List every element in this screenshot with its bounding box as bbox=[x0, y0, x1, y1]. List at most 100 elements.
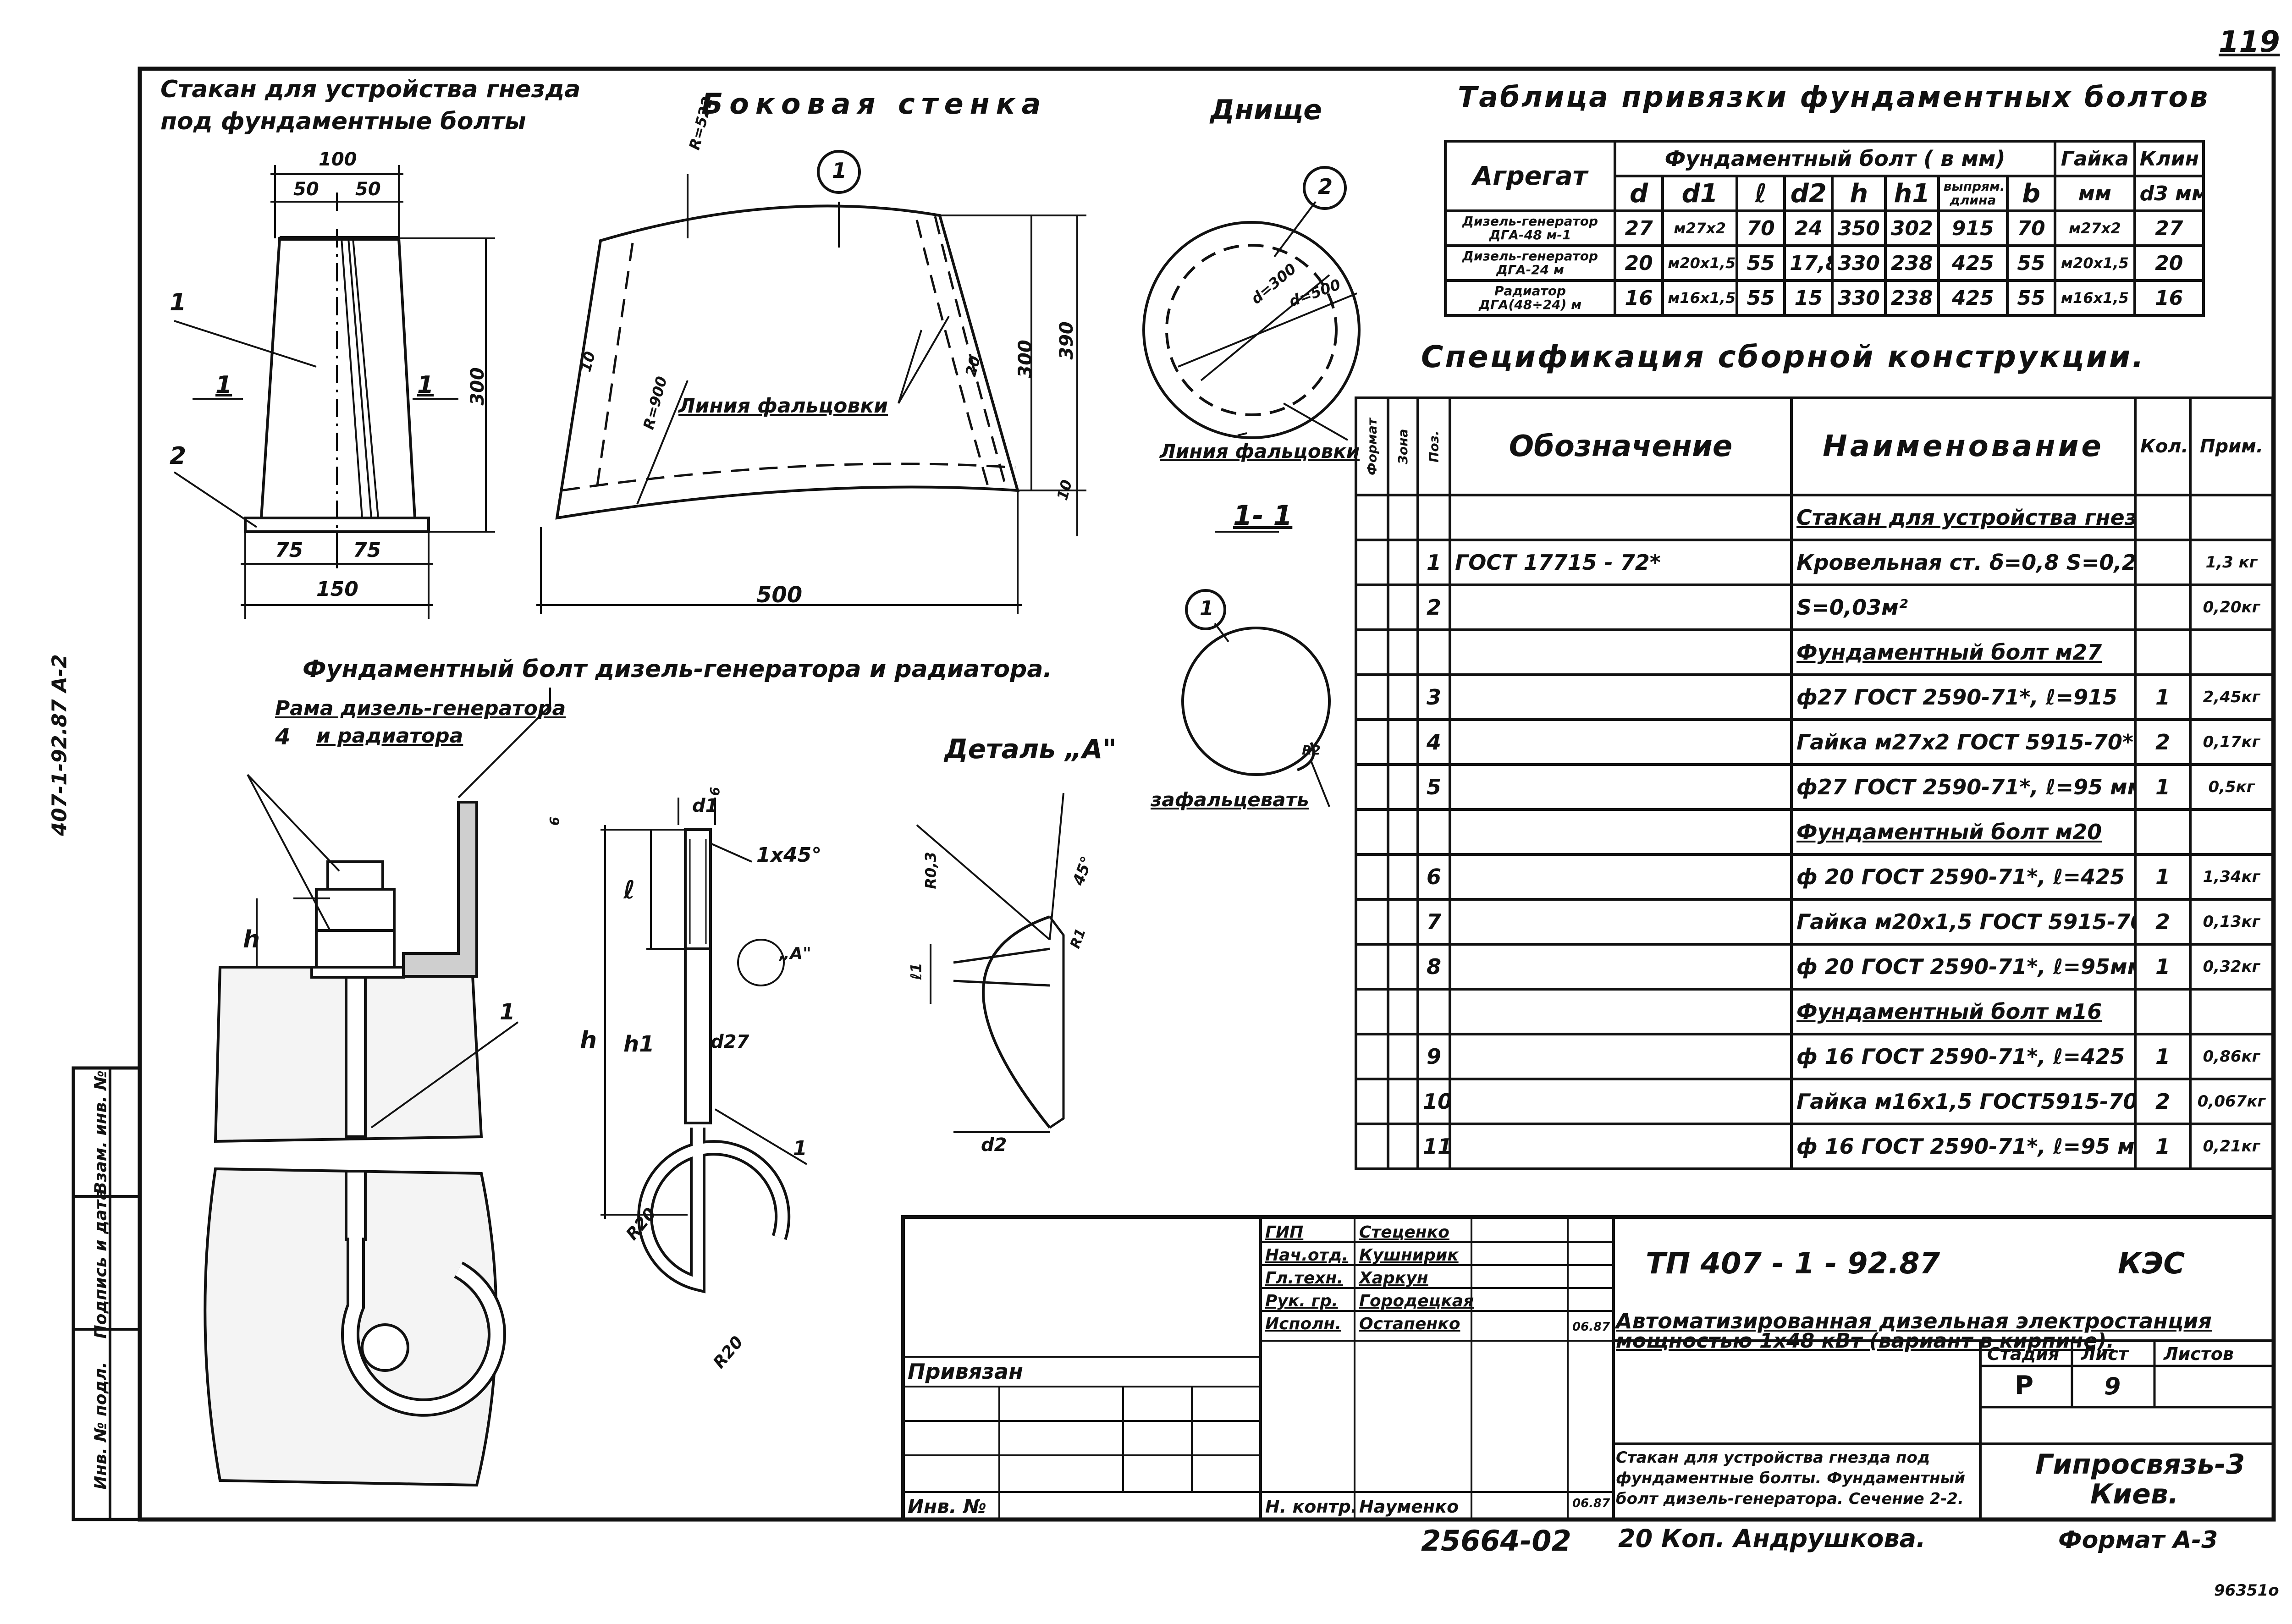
spec-qty bbox=[2134, 988, 2192, 1035]
detail-r03: R0,3 bbox=[922, 852, 940, 889]
spec-name: Гайка м16х1,5 ГОСТ5915-70* bbox=[1790, 1078, 2137, 1125]
spec-row: Фундаментный болт м16 bbox=[1355, 988, 2274, 1035]
spec-pos: 11 bbox=[1416, 1123, 1451, 1170]
spec-qty: 1 bbox=[2134, 763, 2192, 811]
glass-title-2: под фундаментные болты bbox=[160, 108, 526, 135]
spec-zone bbox=[1387, 763, 1419, 811]
glass-cut-right: 1 bbox=[417, 371, 434, 399]
tb-stage-h: Стадия bbox=[1987, 1344, 2060, 1364]
bolt-table-cell: 15 bbox=[1783, 279, 1834, 317]
bolt-table-cell: 55 bbox=[2006, 244, 2057, 282]
spec-pos: 10 bbox=[1416, 1078, 1451, 1125]
bolt-table-cell: 20 bbox=[2133, 244, 2205, 282]
spec-zone bbox=[1387, 628, 1419, 676]
spec-format bbox=[1355, 763, 1389, 811]
detail-d2: d2 bbox=[981, 1134, 1007, 1156]
bolt-table-cell: 16 bbox=[1614, 279, 1664, 317]
spec-title: Спецификация сборной конструкции. bbox=[1421, 339, 2146, 374]
bolt-table-col-b: b bbox=[2006, 175, 2057, 212]
spec-h-note: Прим. bbox=[2189, 396, 2274, 496]
spec-pos bbox=[1416, 808, 1451, 856]
spec-note: 0,5кг bbox=[2189, 763, 2274, 811]
bolt-table-h-nut: Гайка bbox=[2054, 140, 2136, 177]
bolt-table-cell: 330 bbox=[1831, 244, 1887, 282]
tb-code: ТП 407 - 1 - 92.87 bbox=[1646, 1247, 1940, 1281]
tb-sheet-desc-2: фундаментные болты. Фундаментный bbox=[1616, 1469, 1966, 1487]
spec-pos: 5 bbox=[1416, 763, 1451, 811]
spec-pos: 1 bbox=[1416, 539, 1451, 586]
bolt-top-6a: 6 bbox=[547, 816, 562, 826]
bolt-table-cell: 27 bbox=[1614, 209, 1664, 247]
spec-format bbox=[1355, 943, 1389, 991]
spec-format bbox=[1355, 718, 1389, 766]
bolt-table-cell: 24 bbox=[1783, 209, 1834, 247]
bolt-table-agr-line: ДГА(48÷24) м bbox=[1479, 297, 1582, 312]
spec-name: Гайка м27х2 ГОСТ 5915-70* bbox=[1790, 718, 2137, 766]
glass-title: Стакан для устройства гнезда bbox=[160, 76, 581, 103]
bolt-table-cell: 70 bbox=[2006, 209, 2057, 247]
bolt-table-col-l: ℓ bbox=[1736, 175, 1786, 212]
bolt-table-cell: 55 bbox=[1736, 244, 1786, 282]
spec-zone bbox=[1387, 1078, 1419, 1125]
frame-label: Рама дизель-генератора bbox=[275, 697, 566, 720]
spec-zone bbox=[1387, 494, 1419, 541]
spec-row: Фундаментный болт м27 bbox=[1355, 628, 2274, 676]
glass-callout-1: 1 bbox=[170, 289, 187, 316]
spec-designation bbox=[1449, 628, 1793, 676]
spec-format bbox=[1355, 1078, 1389, 1125]
tb-role: Рук. гр. bbox=[1265, 1292, 1338, 1310]
spec-zone bbox=[1387, 988, 1419, 1035]
spec-zone bbox=[1387, 1033, 1419, 1080]
tb-inv: Инв. № bbox=[908, 1495, 986, 1518]
spec-designation bbox=[1449, 1078, 1793, 1125]
spec-name: ф 16 ГОСТ 2590-71*, ℓ=425 bbox=[1790, 1033, 2137, 1080]
bolt-table-cell: 302 bbox=[1884, 209, 1940, 247]
bolt-table-cell: м16х1,5 bbox=[1661, 279, 1739, 317]
spec-name: ф 20 ГОСТ 2590-71*, ℓ=425 bbox=[1790, 853, 2137, 901]
tb-role-name: Кушнирик bbox=[1359, 1246, 1459, 1265]
spec-pos: 2 bbox=[1416, 584, 1451, 631]
spec-h-qty: Кол. bbox=[2134, 396, 2192, 496]
spec-note: 0,20кг bbox=[2189, 584, 2274, 631]
tb-role-name: Остапенко bbox=[1359, 1315, 1460, 1333]
bolt-pos-4: 4 bbox=[275, 724, 291, 750]
bolt-table-cell: м27х2 bbox=[1661, 209, 1739, 247]
bolt-elevation-view bbox=[601, 798, 808, 1294]
spec-qty bbox=[2134, 808, 2192, 856]
spec-designation bbox=[1449, 943, 1793, 991]
spec-designation bbox=[1449, 763, 1793, 811]
side-stamp-replace: Взам. инв. № bbox=[91, 1070, 110, 1195]
spec-pos: 6 bbox=[1416, 853, 1451, 901]
side-wall-view bbox=[536, 150, 1086, 614]
spec-qty bbox=[2134, 584, 2192, 631]
spec-designation: ГОСТ 17715 - 72* bbox=[1449, 539, 1793, 586]
tb-sheet: 9 bbox=[2104, 1373, 2121, 1400]
left-margin-code: 407-1-92.87 A-2 bbox=[48, 654, 72, 836]
spec-note: 0,067кг bbox=[2189, 1078, 2274, 1125]
spec-format bbox=[1355, 808, 1389, 856]
tb-stage: Р bbox=[2015, 1371, 2034, 1400]
dim-glass-half-b: 50 bbox=[355, 179, 381, 200]
bolt-table-cell: 350 bbox=[1831, 209, 1887, 247]
dim-glass-height: 300 bbox=[467, 367, 488, 406]
dim-glass-top: 100 bbox=[319, 149, 357, 170]
spec-note bbox=[2189, 808, 2274, 856]
tb-role-name: Харкун bbox=[1359, 1269, 1428, 1288]
section-seam: зафальцевать bbox=[1151, 788, 1309, 811]
bolt-table-agr-line: Дизель-генератор bbox=[1462, 248, 1598, 264]
spec-pos bbox=[1416, 628, 1451, 676]
bolt-table-h-group: Фундаментный болт ( в мм) bbox=[1614, 140, 2057, 177]
spec-name: Гайка м20х1,5 ГОСТ 5915-70* bbox=[1790, 898, 2137, 946]
spec-pos: 9 bbox=[1416, 1033, 1451, 1080]
